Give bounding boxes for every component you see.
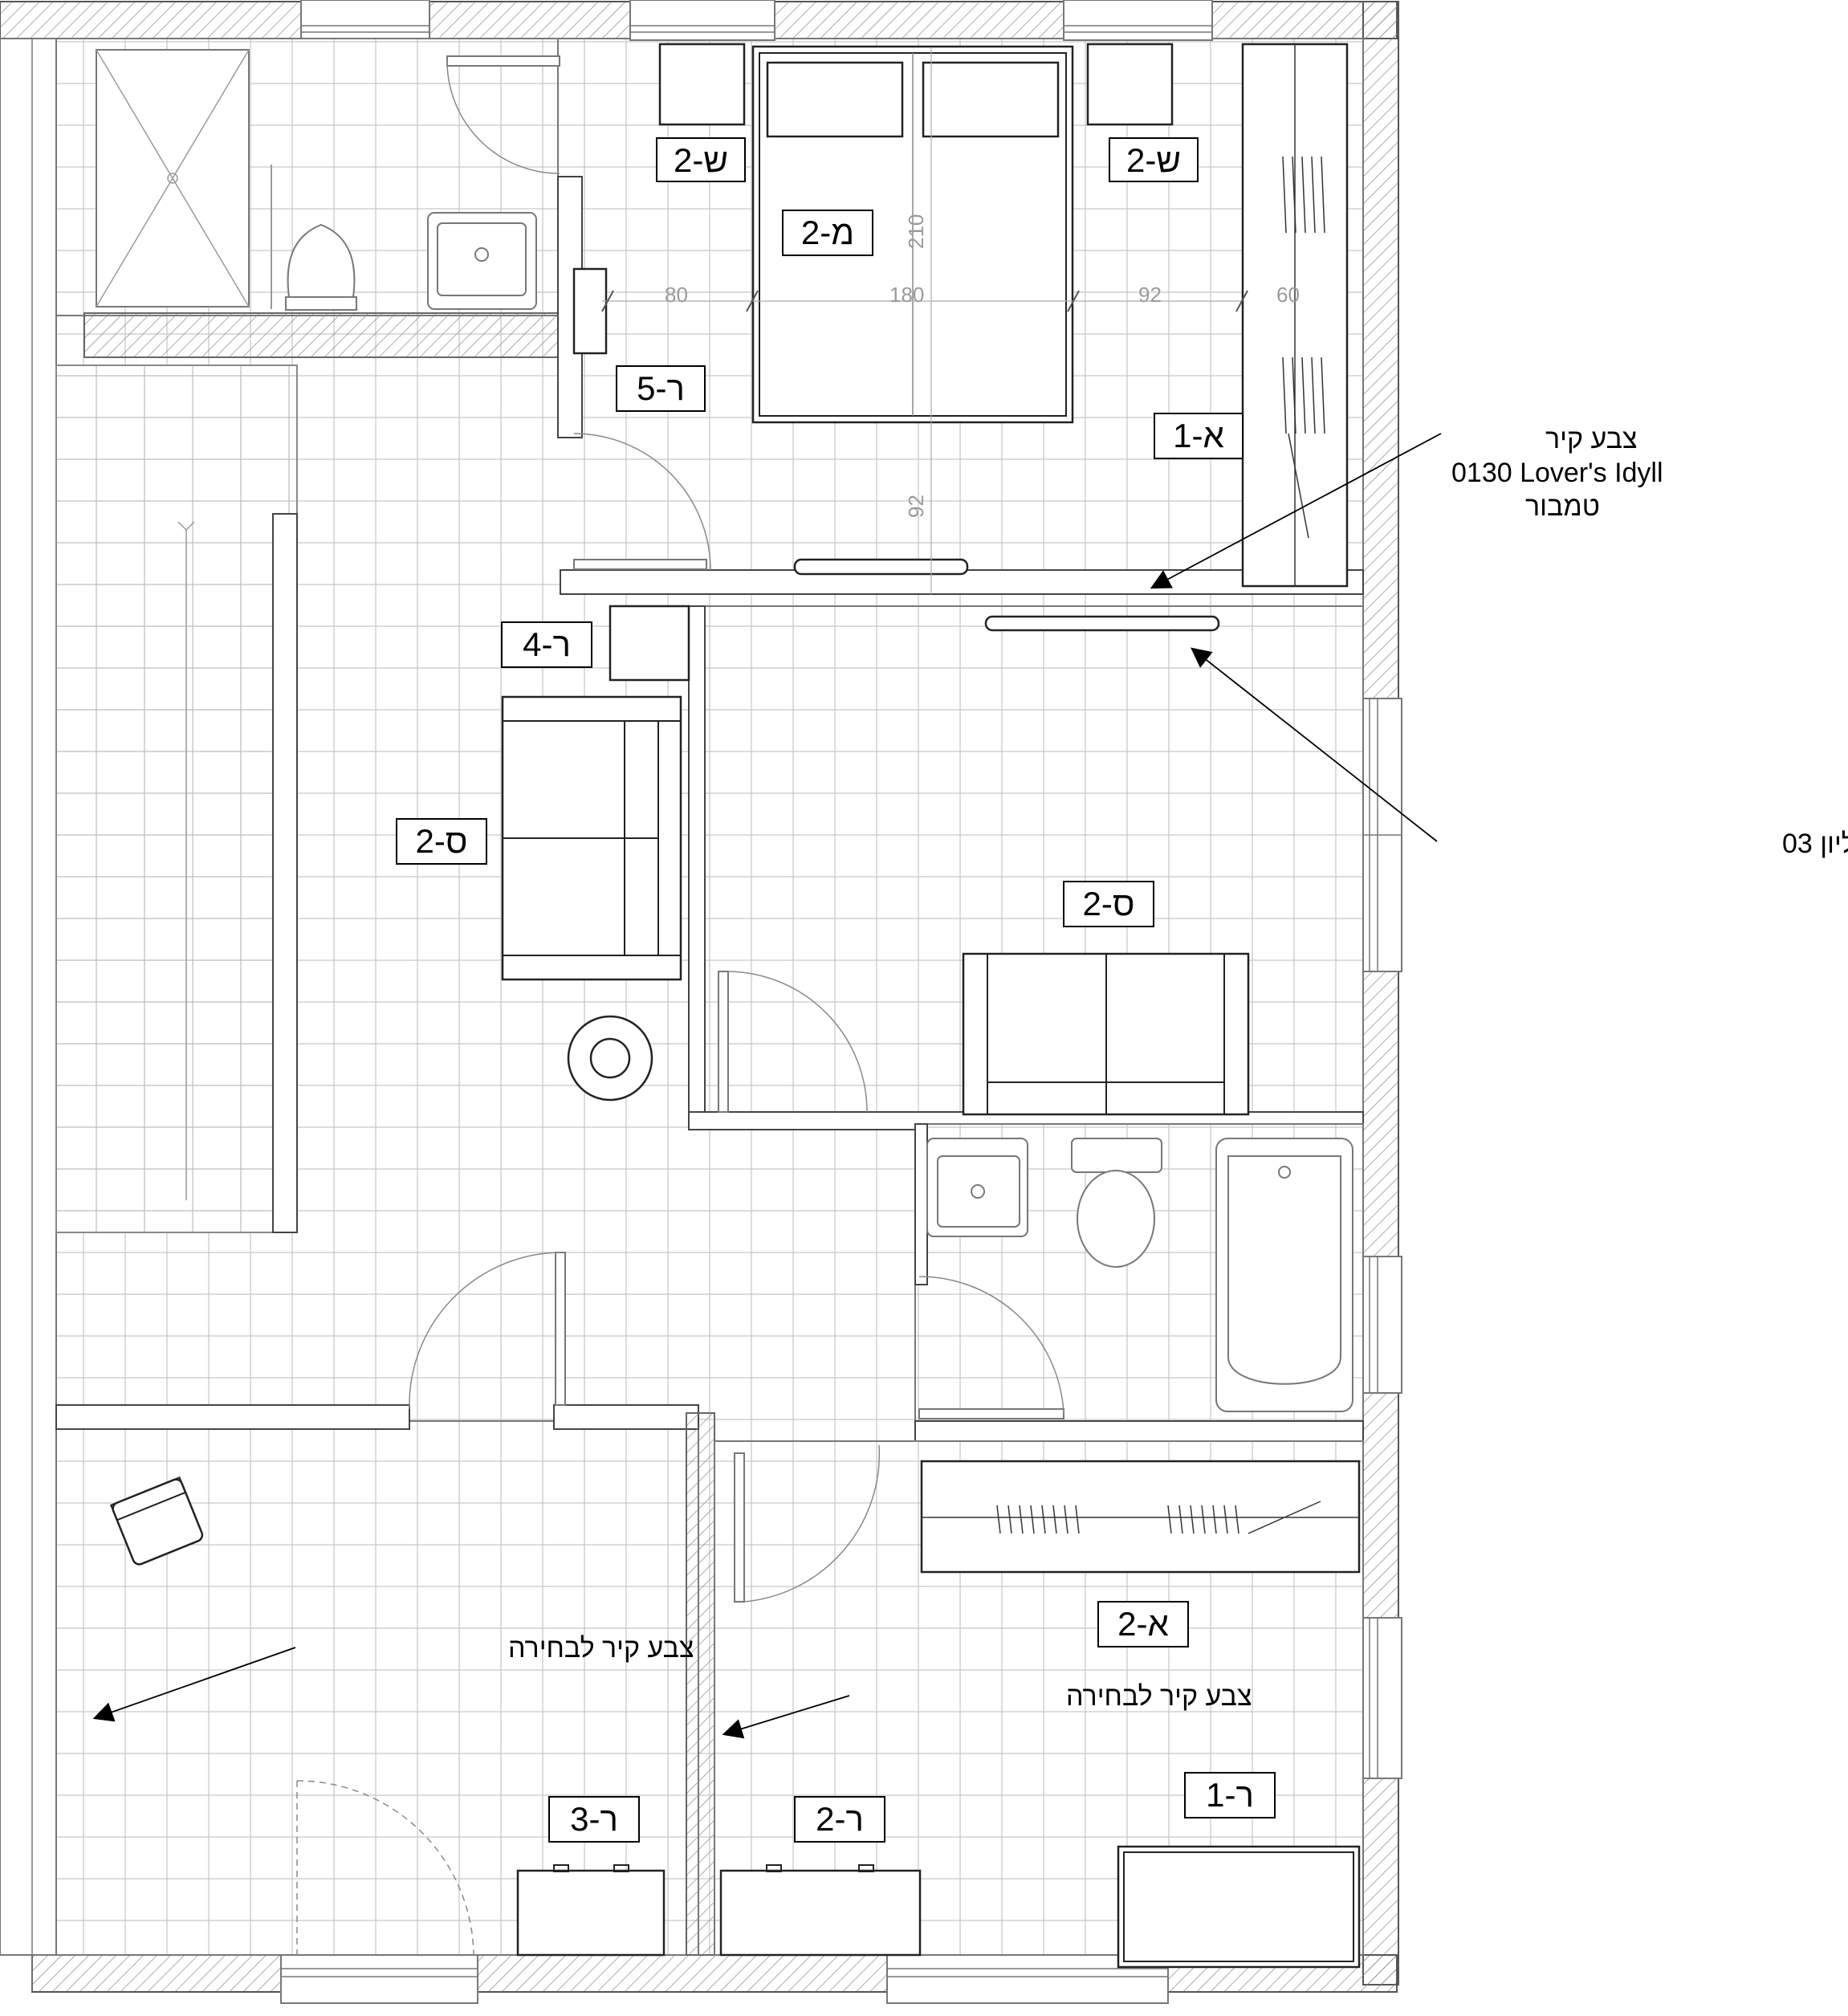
tag-s2-left: ס-2 <box>396 818 487 865</box>
dim-92-top: 92 <box>1138 283 1162 307</box>
nightstand-right <box>1086 43 1174 126</box>
dim-210: 210 <box>904 214 928 249</box>
svg-text:ר-4: ר-4 <box>523 625 571 663</box>
tag-r5: ר-5 <box>616 365 706 412</box>
side-table-round <box>567 1015 653 1102</box>
svg-text:ר-1: ר-1 <box>1206 1776 1254 1814</box>
window-right-bath <box>1356 1256 1402 1394</box>
sofa-right <box>962 952 1250 1116</box>
tag-a2: א-2 <box>1097 1601 1189 1647</box>
nightstand-left <box>658 43 746 126</box>
bathtub <box>1215 1138 1353 1412</box>
door-living <box>718 971 868 1113</box>
svg-text:ר-2: ר-2 <box>816 1800 864 1838</box>
note-gypsum-niche-text: נישת גבס כמפורט בגליון 03 <box>1782 829 1848 859</box>
cabinet-r4 <box>609 605 690 682</box>
tag-r4: ר-4 <box>501 621 592 668</box>
dresser-r2 <box>719 1864 922 1957</box>
tag-m2: מ-2 <box>782 210 873 256</box>
dimension-lines <box>601 48 1248 594</box>
svg-text:מ-2: מ-2 <box>801 214 854 251</box>
tag-a1: א-1 <box>1154 413 1244 459</box>
desk-r1 <box>1117 1845 1361 1969</box>
window-top-middle <box>629 0 775 41</box>
door-lower-right <box>734 1444 881 1603</box>
closet-lower <box>920 1460 1361 1574</box>
tag-r3: ר-3 <box>548 1796 640 1843</box>
note-wall-paint-choice-right-text: צבע קיר לבחירה <box>1066 1681 1252 1712</box>
note-wall-paint-code: 0130 Lover's Idyll <box>1451 458 1663 488</box>
toilet-bath <box>1071 1138 1162 1268</box>
svg-text:ס-2: ס-2 <box>416 822 468 860</box>
window-right-upper <box>1356 698 1402 972</box>
note-wall-paint: צבע קיר 0130 Lover's Idyll טמבור <box>1150 424 1663 589</box>
tv-bedroom <box>793 558 969 576</box>
note-wall-paint-choice-left-text: צבע קיר לבחירה <box>508 1633 694 1664</box>
door-bedroom <box>573 433 711 571</box>
tv-living <box>984 615 1220 632</box>
door-bathroom-top <box>446 55 560 174</box>
tag-s2-right: ס-2 <box>1063 881 1154 927</box>
svg-text:א-2: א-2 <box>1117 1605 1169 1643</box>
sink-top <box>427 212 537 310</box>
svg-text:ר-5: ר-5 <box>637 369 685 407</box>
wardrobe-bedroom <box>1241 43 1349 588</box>
door-bottom-dashed <box>296 1780 474 1956</box>
door-lower-left <box>409 1252 566 1410</box>
sink-bath <box>926 1138 1028 1237</box>
tag-r1: ר-1 <box>1184 1772 1276 1818</box>
svg-text:ס-2: ס-2 <box>1083 885 1135 922</box>
dresser-r3 <box>516 1864 666 1957</box>
dim-60: 60 <box>1276 283 1300 307</box>
dim-80: 80 <box>665 283 688 307</box>
window-top-left <box>300 0 430 41</box>
tag-r2: ר-2 <box>794 1796 885 1843</box>
window-top-right <box>1063 0 1213 41</box>
dim-92-vertical: 92 <box>904 495 928 518</box>
tag-sh2-left: ש-2 <box>656 137 746 182</box>
sofa-left <box>501 695 682 981</box>
svg-text:ש-2: ש-2 <box>674 141 728 179</box>
note-wall-paint-choice-right: צבע קיר לבחירה <box>722 1681 1252 1739</box>
door-bath <box>918 1276 1064 1419</box>
armchair <box>109 1476 204 1566</box>
note-wall-paint-brand: טמבור <box>1525 491 1600 522</box>
dim-180: 180 <box>889 283 924 307</box>
note-wall-paint-title: צבע קיר <box>1545 424 1637 454</box>
shower-tray <box>96 49 250 307</box>
svg-text:ש-2: ש-2 <box>1126 141 1181 179</box>
window-bottom-left <box>280 1954 478 2004</box>
wall-unit-r5 <box>572 267 608 355</box>
toilet-top <box>285 223 357 311</box>
tag-sh2-right: ש-2 <box>1109 137 1199 182</box>
note-wall-paint-choice-left: צבע קיר לבחירה <box>92 1633 694 1722</box>
svg-text:ר-3: ר-3 <box>570 1800 618 1838</box>
note-gypsum-niche: נישת גבס כמפורט בגליון 03 <box>1191 647 1848 859</box>
svg-text:א-1: א-1 <box>1173 417 1224 454</box>
